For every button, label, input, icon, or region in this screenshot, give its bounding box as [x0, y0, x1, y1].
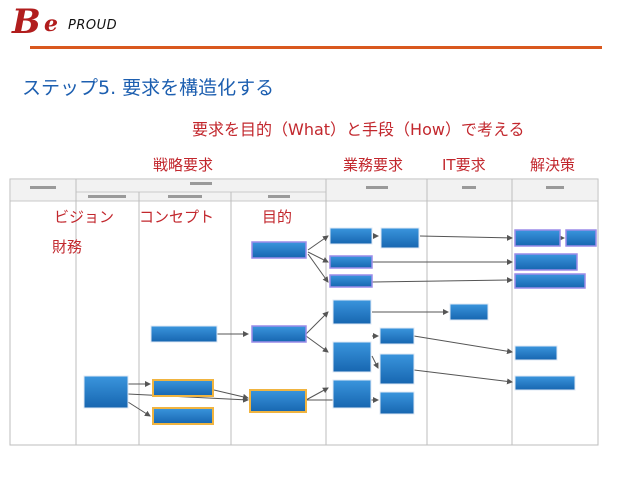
business-box-5 [332, 299, 372, 325]
it-box-1 [449, 303, 489, 321]
header-text-mark [190, 182, 212, 185]
business-box-6 [379, 327, 415, 345]
business-box-2 [380, 227, 420, 249]
solution-box-2 [565, 229, 597, 247]
logo-b: B [12, 2, 41, 42]
logo-e: e [44, 11, 58, 37]
business-box-9 [332, 379, 372, 409]
header-business: 業務要求 [343, 156, 404, 174]
purpose-box-2 [251, 325, 307, 343]
header-text-mark [268, 195, 290, 198]
vision-box [83, 375, 129, 409]
solution-box-5 [514, 345, 558, 361]
business-box-3 [329, 255, 373, 269]
label-finance: 財務 [52, 238, 83, 256]
header-text-mark [366, 186, 388, 189]
purpose-box-1 [251, 241, 307, 259]
purpose-box-3 [249, 389, 307, 413]
header-text-mark [462, 186, 476, 189]
header-it: IT要求 [442, 156, 486, 174]
solution-box-4 [514, 273, 586, 289]
beproud-logo: B e PROUD [10, 4, 140, 40]
header-text-mark [88, 195, 126, 198]
label-vision: ビジョン [54, 208, 115, 226]
concept-box-2 [152, 379, 214, 397]
slide-title: ステップ5. 要求を構造化する [22, 77, 275, 99]
business-box-1 [329, 227, 373, 245]
concept-box-3 [152, 407, 214, 425]
header-text-mark [30, 186, 56, 189]
header-divider [30, 46, 602, 49]
header-solution: 解決策 [530, 156, 576, 174]
solution-box-3 [514, 253, 578, 271]
header-text-mark [546, 186, 564, 189]
business-box-8 [379, 353, 415, 385]
business-box-7 [332, 341, 372, 373]
concept-box-1 [150, 325, 218, 343]
header-text-mark [168, 195, 202, 198]
header-strategy: 戦略要求 [153, 156, 214, 174]
logo-proud: PROUD [68, 18, 118, 33]
slide-subtitle: 要求を目的（What）と手段（How）で考える [192, 120, 525, 139]
solution-box-6 [514, 375, 576, 391]
business-box-10 [379, 391, 415, 415]
label-purpose: 目的 [262, 208, 293, 226]
business-box-4 [329, 274, 373, 288]
solution-box-1 [514, 229, 561, 247]
label-concept: コンセプト [139, 208, 215, 226]
diagram-header-band [9, 178, 599, 202]
